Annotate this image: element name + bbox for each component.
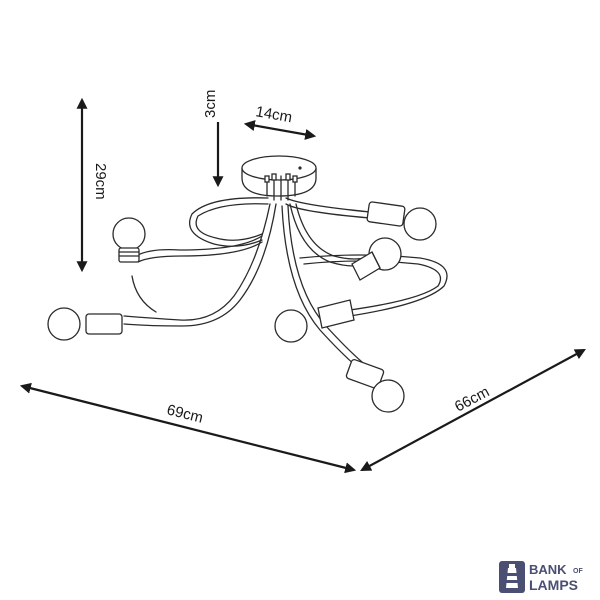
height-dimension: 29cm — [76, 97, 109, 273]
canopy-width-label: 14cm — [254, 103, 293, 126]
canopy-width-dimension: 14cm — [243, 103, 317, 140]
bulb-center — [274, 299, 355, 343]
logo-line1-small: OF — [573, 568, 583, 575]
cable-drop-dimension: 3cm — [202, 90, 224, 188]
bulb-left — [47, 307, 123, 341]
canopy — [241, 155, 317, 201]
bulb-upper-right — [366, 201, 437, 241]
cable-drop-label: 3cm — [202, 90, 219, 118]
ceiling-lamp-drawing — [47, 155, 448, 413]
logo-line2: LAMPS — [529, 577, 578, 593]
width-dimension: 69cm — [19, 382, 357, 474]
logo-line1: BANK — [529, 562, 567, 577]
height-label: 29cm — [92, 163, 109, 200]
bulb-bottom — [345, 358, 405, 413]
lighthouse-icon — [499, 561, 525, 593]
bank-of-lamps-logo: BANK OF LAMPS — [499, 561, 583, 593]
bulb-right-middle — [351, 237, 402, 281]
bulb-top-left — [112, 217, 146, 263]
